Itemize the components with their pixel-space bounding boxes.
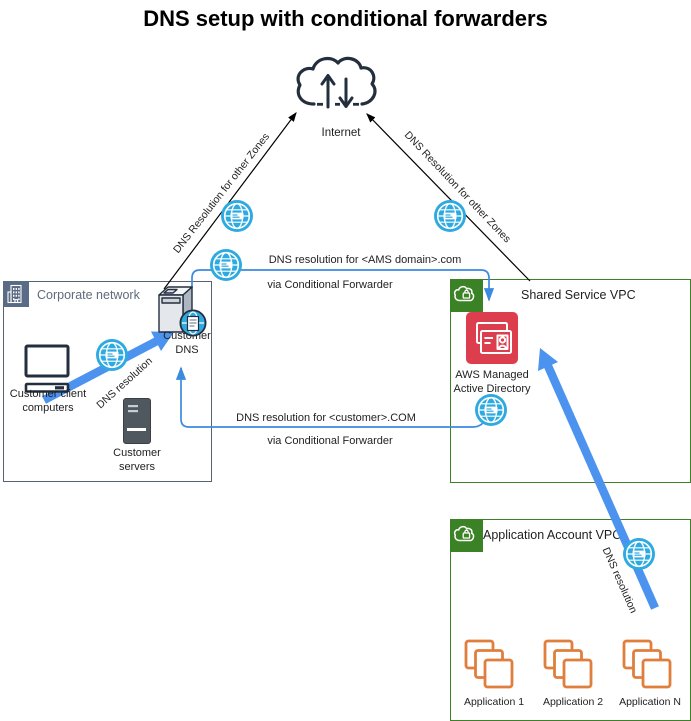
dns-globe-icon xyxy=(221,200,253,237)
ams-forwarder-line xyxy=(191,269,495,302)
application-1-label: Application 1 xyxy=(463,696,525,708)
internet-cloud-icon xyxy=(293,53,377,111)
corporate-network-title: Corporate network xyxy=(37,288,140,302)
client-computers-label: Customer client computers xyxy=(9,388,87,414)
dns-globe-icon xyxy=(475,394,507,431)
corporate-building-icon xyxy=(3,281,29,307)
vpc-cloud-lock-icon xyxy=(450,519,483,552)
left-internet-arrow xyxy=(163,112,297,290)
dns-globe-icon xyxy=(96,339,128,376)
application-account-vpc-title: Application Account VPC xyxy=(483,528,622,542)
client-computer-icon xyxy=(24,344,70,399)
customer-servers-icon xyxy=(122,397,152,450)
application-stack-icon xyxy=(622,639,672,694)
vpc-cloud-lock-icon xyxy=(450,279,483,312)
dns-record-badge-icon xyxy=(179,309,207,342)
customer-forwarder-label-2: via Conditional Forwarder xyxy=(267,435,393,447)
dns-globe-icon xyxy=(210,249,242,286)
application-n-label: Application N xyxy=(619,696,681,708)
shared-service-vpc-title: Shared Service VPC xyxy=(521,288,636,302)
customer-servers-label: Customer servers xyxy=(113,447,161,473)
page-title: DNS setup with conditional forwarders xyxy=(143,6,548,31)
application-2-label: Application 2 xyxy=(542,696,604,708)
application-stack-icon xyxy=(543,639,593,694)
aws-managed-ad-icon xyxy=(466,312,518,364)
internet-label: Internet xyxy=(321,127,361,139)
ams-forwarder-label-2: via Conditional Forwarder xyxy=(267,279,393,291)
dns-globe-icon xyxy=(434,200,466,237)
corp-dns-resolution-arrowhead xyxy=(151,331,174,351)
ams-forwarder-label-1: DNS resolution for <AMS domain>.com xyxy=(268,254,462,266)
customer-forwarder-label-1: DNS resolution for <customer>.COM xyxy=(236,412,416,424)
customer-forwarder-line xyxy=(175,366,488,428)
app-dns-resolution-arrowhead xyxy=(538,348,558,371)
application-stack-icon xyxy=(464,639,514,694)
dns-globe-icon xyxy=(623,538,655,575)
aws-managed-ad-label: AWS Managed Active Directory xyxy=(453,369,531,395)
right-internet-arrow xyxy=(366,113,531,282)
